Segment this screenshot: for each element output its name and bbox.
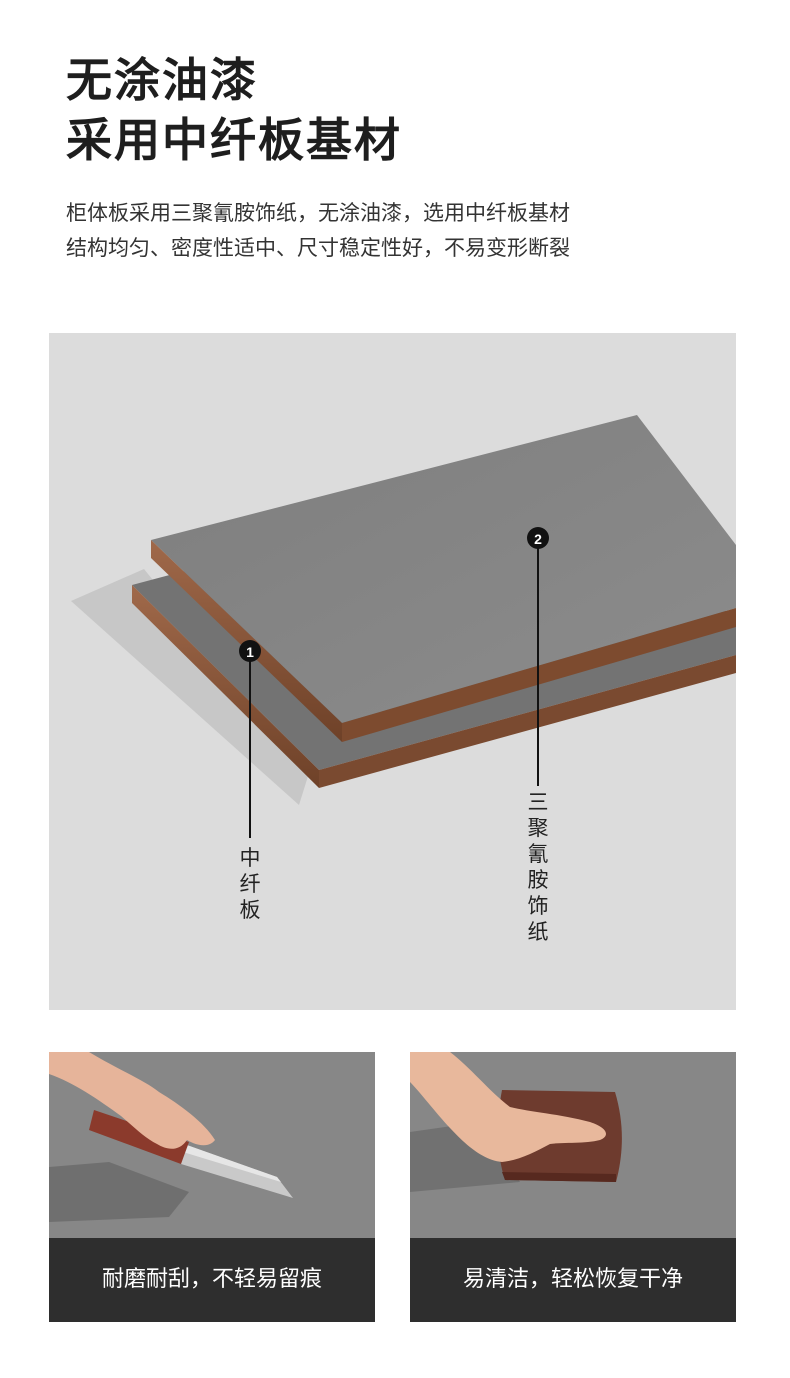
hand	[49, 1052, 215, 1149]
description-line-2: 结构均匀、密度性适中、尺寸稳定性好，不易变形断裂	[66, 236, 570, 260]
marker-2-label-char: 氰	[527, 842, 549, 866]
knife-handle	[89, 1110, 189, 1164]
feature-scratch-resistant: 耐磨耐刮，不轻易留痕	[49, 1052, 375, 1322]
feature-easy-clean: 易清洁，轻松恢复干净	[410, 1052, 736, 1322]
marker-2-dot	[527, 527, 549, 549]
lower-board-edge-front	[319, 655, 736, 788]
marker-1-label: 中 纤 板	[236, 845, 264, 923]
feature-caption: 耐磨耐刮，不轻易留痕	[49, 1238, 375, 1322]
title-line-1: 无涂油漆	[66, 53, 258, 107]
marker-1-label-char: 纤	[239, 872, 261, 896]
upper-board-top	[151, 415, 736, 723]
page-title: 无涂油漆 采用中纤板基材	[66, 50, 402, 170]
board-diagram: 1 2 中 纤 板 三 聚 氰 胺 饰 纸	[49, 333, 736, 1010]
cloth-wipe-photo	[410, 1052, 736, 1238]
board-illustration: 1 2	[71, 415, 736, 838]
marker-2-label-char: 纸	[527, 920, 549, 944]
marker-2-label-char: 聚	[527, 816, 549, 840]
marker-2-label-char: 胺	[527, 868, 549, 892]
marker-1-label-char: 中	[239, 846, 261, 870]
lower-board-edge-left	[132, 585, 319, 788]
marker-2-label-char: 饰	[527, 894, 549, 918]
marker-1-label-char: 板	[239, 898, 261, 922]
marker-1-number: 1	[246, 644, 254, 660]
description: 柜体板采用三聚氰胺饰纸，无涂油漆，选用中纤板基材 结构均匀、密度性适中、尺寸稳定…	[66, 196, 570, 266]
marker-2-label-char: 三	[527, 790, 549, 814]
title-line-2: 采用中纤板基材	[66, 113, 402, 167]
marker-2-number: 2	[534, 531, 542, 547]
hand	[410, 1052, 606, 1162]
marker-1-dot	[239, 640, 261, 662]
description-line-1: 柜体板采用三聚氰胺饰纸，无涂油漆，选用中纤板基材	[66, 201, 570, 225]
marker-2-label: 三 聚 氰 胺 饰 纸	[524, 789, 552, 945]
knife-scratch-photo	[49, 1052, 375, 1238]
feature-caption: 易清洁，轻松恢复干净	[410, 1238, 736, 1322]
